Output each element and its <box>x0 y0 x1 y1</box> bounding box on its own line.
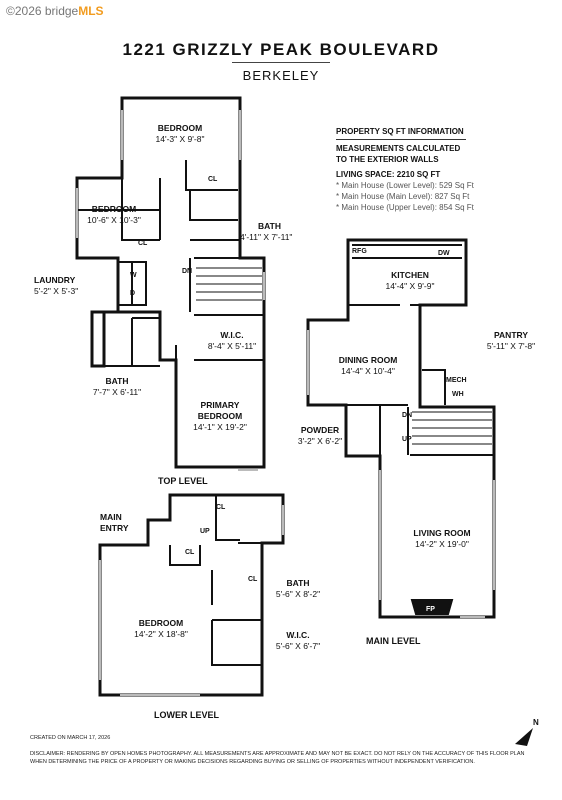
room-wic-lower: W.I.C.5'-6" X 6'-7" <box>275 630 321 651</box>
sqft-note-2: TO THE EXTERIOR WALLS <box>336 155 439 164</box>
fireplace <box>410 599 454 615</box>
label-stairs-down: DN <box>182 268 193 275</box>
compass-letter: N <box>533 718 539 727</box>
title-divider <box>232 62 330 63</box>
level-main-caption: MAIN LEVEL <box>366 636 421 646</box>
sqft-note-1: MEASUREMENTS CALCULATED <box>336 144 461 153</box>
sqft-item-lower: * Main House (Lower Level): 529 Sq Ft <box>336 181 474 190</box>
label-closet: CL <box>216 504 226 511</box>
sqft-heading: PROPERTY SQ FT INFORMATION <box>336 127 464 136</box>
label-dishwasher: DW <box>438 250 450 257</box>
top-level-inner-walls <box>77 160 264 367</box>
label-fireplace: FP <box>426 606 435 613</box>
label-water-heater: WH <box>452 391 464 398</box>
page-subtitle: BERKELEY <box>242 68 320 83</box>
main-level-inner-walls <box>346 240 494 456</box>
living-space: LIVING SPACE: 2210 SQ FT <box>336 170 441 179</box>
label-stairs-down: DN <box>402 412 413 419</box>
sqft-info-panel: PROPERTY SQ FT INFORMATION MEASUREMENTS … <box>336 126 474 213</box>
level-top-caption: TOP LEVEL <box>158 476 208 486</box>
label-dryer: D <box>130 290 136 297</box>
north-arrow-icon: N <box>513 718 543 753</box>
label-mech: MECH <box>446 377 467 384</box>
label-closet: CL <box>208 176 218 183</box>
footer: CREATED ON MARCH 17, 2026 DISCLAIMER: RE… <box>30 734 560 766</box>
label-refrigerator: RFG <box>352 248 367 255</box>
lower-level-inner-walls <box>169 495 262 666</box>
label-closet: CL <box>138 240 148 247</box>
sqft-item-main: * Main House (Main Level): 827 Sq Ft <box>336 192 470 201</box>
label-stairs-up: UP <box>200 528 210 535</box>
windows <box>76 110 495 696</box>
level-lower-caption: LOWER LEVEL <box>154 710 219 720</box>
label-closet: CL <box>248 576 258 583</box>
sqft-divider <box>336 139 466 140</box>
room-wic-top: W.I.C.8'-4" X 5'-11" <box>207 330 257 351</box>
page-title: 1221 GRIZZLY PEAK BOULEVARD <box>122 40 440 59</box>
top-stairs <box>196 267 262 301</box>
main-stairs <box>412 411 492 445</box>
label-stairs-up: UP <box>402 436 412 443</box>
disclaimer-line-2: WHEN DETERMINING THE PRICE OF A PROPERTY… <box>30 759 475 765</box>
created-date: CREATED ON MARCH 17, 2026 <box>30 735 111 741</box>
label-closet: CL <box>185 549 195 556</box>
sqft-item-upper: * Main House (Upper Level): 854 Sq Ft <box>336 203 474 212</box>
label-washer: W <box>130 272 137 279</box>
bridgemls-logo: ©2026 bridgeMLS <box>6 4 104 18</box>
disclaimer-line-1: DISCLAIMER: RENDERING BY OPEN HOMES PHOT… <box>30 751 525 757</box>
